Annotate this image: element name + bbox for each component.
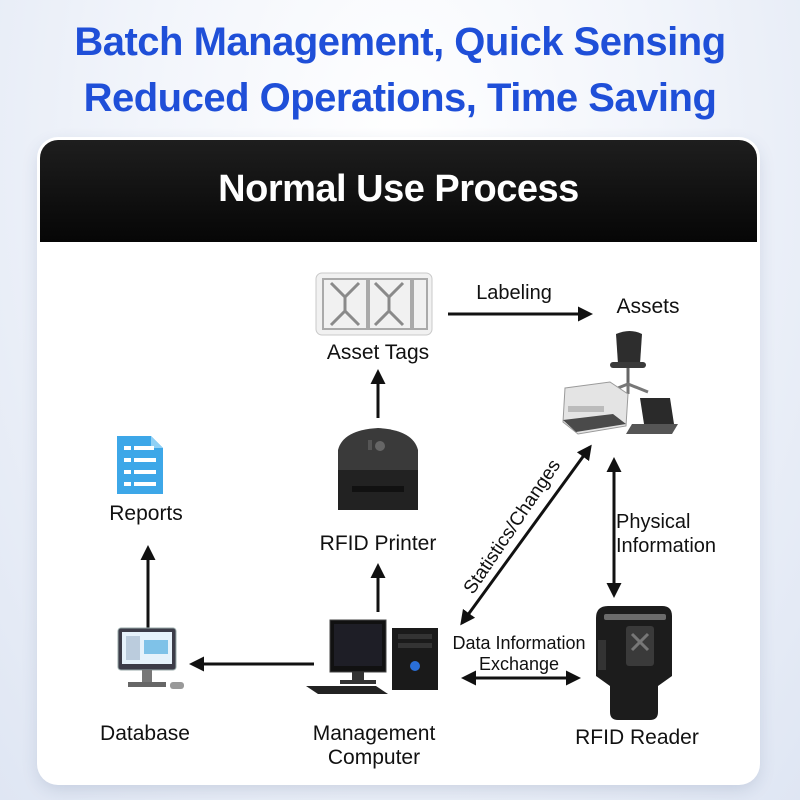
node-label-rfid-printer: RFID Printer xyxy=(319,532,437,555)
node-label-management-computer: Management Computer xyxy=(288,722,460,770)
asset-tags-icon xyxy=(315,272,433,336)
node-label-management-computer-line1: Management xyxy=(312,722,436,745)
office-printer-icon xyxy=(562,381,629,435)
rfid-printer-icon xyxy=(338,428,418,510)
node-label-database: Database xyxy=(100,722,190,745)
rfid-reader-icon xyxy=(596,606,672,720)
database-icon xyxy=(117,627,184,689)
edge-label-data-exchange-line1: Data Information xyxy=(452,633,586,653)
node-label-rfid-reader: RFID Reader xyxy=(575,726,699,749)
panel-header: Normal Use Process xyxy=(40,140,757,242)
edge-label-physical-information-line2: Information xyxy=(616,535,717,557)
node-label-management-computer-line2: Computer xyxy=(327,746,421,769)
arrow-computer-assets xyxy=(460,444,592,626)
edge-label-labeling: Labeling xyxy=(476,282,552,304)
panel-title: Normal Use Process xyxy=(218,168,579,210)
edge-label-physical-information-line1: Physical xyxy=(616,511,691,533)
node-label-asset-tags: Asset Tags xyxy=(326,341,430,364)
edge-label-data-exchange-line2: Exchange xyxy=(478,654,560,674)
assets-icon xyxy=(562,331,678,435)
edge-label-physical-information: Physical Information xyxy=(616,510,740,558)
headline-line-2: Reduced Operations, Time Saving xyxy=(83,76,717,120)
edge-label-data-exchange: Data Information Exchange xyxy=(444,633,594,675)
management-computer-icon xyxy=(306,619,438,694)
edge-label-statistics-changes: Statistics/Changes xyxy=(460,456,565,598)
laptop-icon xyxy=(626,398,678,434)
node-label-reports: Reports xyxy=(109,502,183,525)
reports-icon xyxy=(117,436,163,494)
headline-line-1: Batch Management, Quick Sensing xyxy=(74,20,726,64)
node-label-assets: Assets xyxy=(616,295,680,318)
